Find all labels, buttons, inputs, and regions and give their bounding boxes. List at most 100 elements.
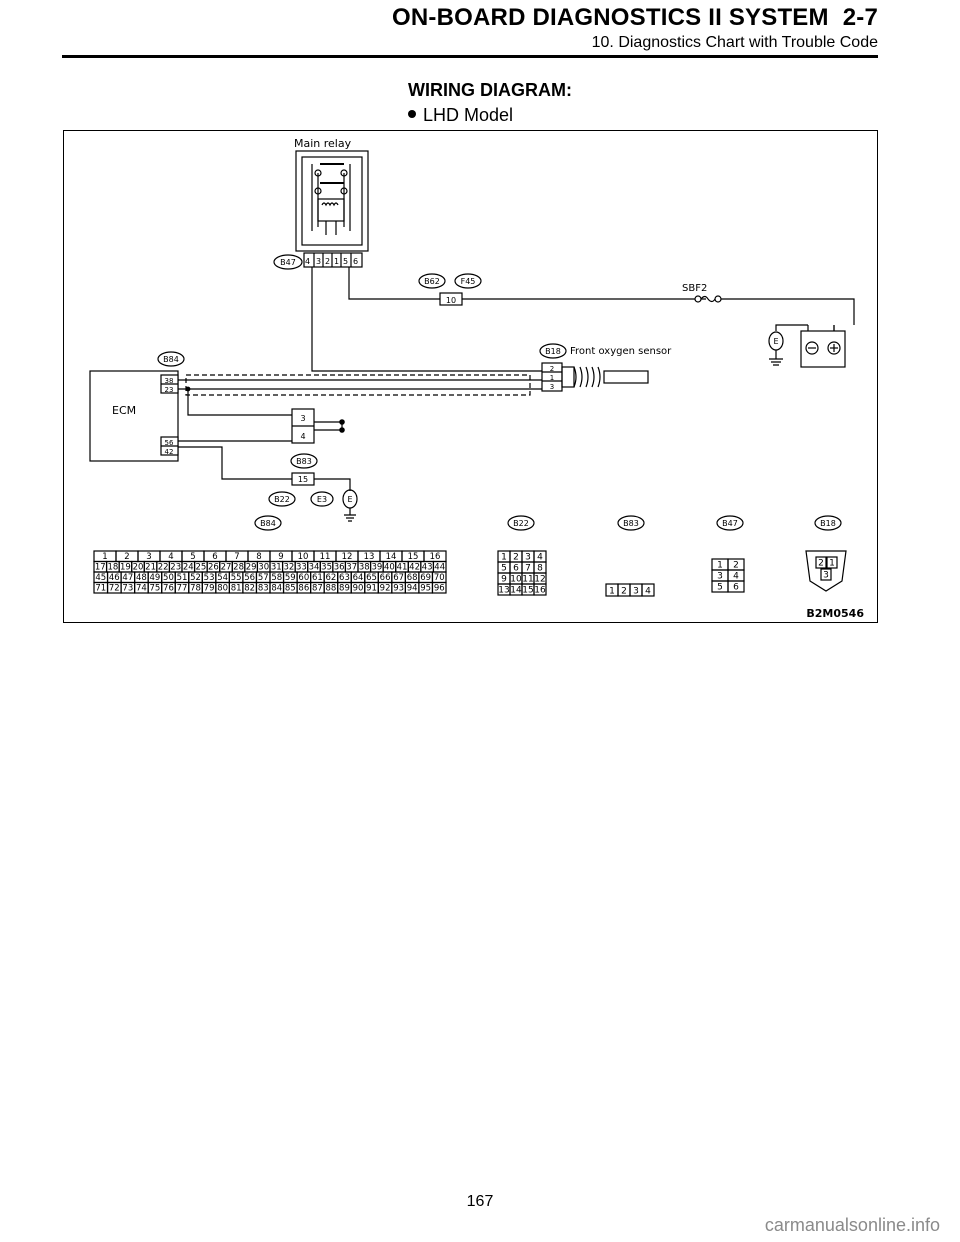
watermark: carmanualsonline.info <box>764 1215 940 1235</box>
b18-pin-1-cell <box>826 556 838 569</box>
b84-pin-96: 96 <box>434 584 445 594</box>
f45-label: F45 <box>461 277 476 286</box>
b84-pin-5: 5 <box>190 552 195 562</box>
b84-pin-39: 39 <box>371 563 382 573</box>
b84-pin-58: 58 <box>271 573 282 583</box>
b84-pin-48: 48 <box>136 573 147 583</box>
b84-pin-36: 36 <box>334 563 345 573</box>
b47-badge <box>273 254 303 270</box>
relay-pin-2: 2 <box>325 257 330 266</box>
b84-pin-37: 37 <box>346 563 357 573</box>
b22-pin-12: 12 <box>534 575 545 585</box>
b84-pin-13: 13 <box>364 552 375 562</box>
ground-icon-2 <box>344 508 356 522</box>
b84-badge <box>157 351 185 367</box>
b84-pin-25: 25 <box>195 563 206 573</box>
model-line: LHD Model <box>408 105 513 126</box>
b84-pin-70: 70 <box>434 573 445 583</box>
wire-ecm-to-b83 <box>178 446 292 480</box>
b84-pin-8: 8 <box>256 552 261 562</box>
b22-pin-13: 13 <box>498 586 509 596</box>
b22-pin-16: 16 <box>534 586 546 596</box>
b84-pin-14: 14 <box>386 552 397 562</box>
b84-pin-88: 88 <box>326 584 337 594</box>
b84-pin-94: 94 <box>407 584 418 594</box>
main-relay-inner <box>301 156 363 246</box>
b84-pin-95: 95 <box>420 584 431 594</box>
b84-pin-80: 80 <box>217 584 228 594</box>
b84-pin-83: 83 <box>258 584 269 594</box>
ground-e-label: E <box>773 337 778 346</box>
b47-pin-3: 3 <box>717 572 723 582</box>
ground-e-label-2: E <box>347 495 352 504</box>
b18-pin-3: 3 <box>823 571 829 581</box>
b84-pin-67: 67 <box>393 573 404 583</box>
b84-pin-19: 19 <box>120 563 131 573</box>
relay-pin-6: 6 <box>353 257 358 266</box>
b84-pin-60: 60 <box>298 573 309 583</box>
e3-badge <box>310 491 334 507</box>
b84-pin-32: 32 <box>283 563 294 573</box>
b47-pin-6: 6 <box>733 583 739 593</box>
relay-pins: 4 3 2 1 5 6 <box>305 253 358 267</box>
b84-pin-93: 93 <box>393 584 404 594</box>
wiring-diagram-figure: Main relay 4 3 2 1 5 6 B47 B62 F45 10 SB… <box>63 130 878 623</box>
b84-pin-44: 44 <box>434 563 445 573</box>
b22-pin-9: 9 <box>501 575 507 585</box>
b84-pin-65: 65 <box>366 573 377 583</box>
fuse-terminal-right <box>714 295 722 303</box>
b83-pinout-label: B83 <box>623 519 639 528</box>
b47-pin-6-cell <box>727 580 745 593</box>
ecm-pin-56: 56 <box>165 439 174 447</box>
b84-pin-24: 24 <box>183 563 194 573</box>
header-title-text: ON-BOARD DIAGNOSTICS II SYSTEM <box>392 4 829 31</box>
battery-plus-icon <box>827 341 841 355</box>
b84-pin-45: 45 <box>95 573 106 583</box>
b84-pin-16: 16 <box>430 552 441 562</box>
b22-pinout-label: B22 <box>513 519 529 528</box>
b62-label: B62 <box>424 277 440 286</box>
b83-pin-15: 15 <box>298 475 308 484</box>
b84-pin-84: 84 <box>271 584 282 594</box>
b84-pin-87: 87 <box>312 584 323 594</box>
b84-pin-35: 35 <box>321 563 332 573</box>
b84-pin-9: 9 <box>278 552 283 562</box>
b84-pin-42: 42 <box>409 563 420 573</box>
b22-label: B22 <box>274 495 290 504</box>
b83-label: B83 <box>296 457 312 466</box>
ecm-pin-23: 23 <box>165 386 174 394</box>
ecm-box <box>89 370 179 462</box>
b84-pin-46: 46 <box>109 573 120 583</box>
b18-shell <box>805 550 847 592</box>
b84-pin-68: 68 <box>407 573 418 583</box>
wiring-diagram: Main relay 4 3 2 1 5 6 B47 B62 F45 10 SB… <box>89 137 864 620</box>
b84-pin-3: 3 <box>146 552 151 562</box>
b84-pin-38: 38 <box>359 563 370 573</box>
b84-pin-11: 11 <box>320 552 331 562</box>
b22-pin-6: 6 <box>513 564 519 574</box>
b18-badge <box>539 343 567 359</box>
b84-pin-82: 82 <box>244 584 255 594</box>
b84-pin-7: 7 <box>234 552 239 562</box>
wire-shield <box>185 374 531 396</box>
b84-pin-69: 69 <box>420 573 431 583</box>
b84-pin-86: 86 <box>298 584 309 594</box>
fuse-icon <box>700 295 716 303</box>
b84-pin-55: 55 <box>231 573 242 583</box>
b84-pin-30: 30 <box>258 563 269 573</box>
battery-minus-icon <box>805 341 819 355</box>
o2-pin-3: 3 <box>550 383 554 391</box>
b18-label: B18 <box>545 347 561 356</box>
b84-pin-23: 23 <box>170 563 181 573</box>
b84-pin-12: 12 <box>342 552 353 562</box>
b18-pin-2: 2 <box>818 559 824 569</box>
b84-pin-29: 29 <box>246 563 257 573</box>
b18-pinout-label: B18 <box>820 519 836 528</box>
ecm-pin-42: 42 <box>165 448 174 456</box>
figure-id: B2M0546 <box>806 607 864 620</box>
b84-pin-56: 56 <box>244 573 255 583</box>
wire-b83-to-ground <box>314 478 351 491</box>
b18-pin-2-cell <box>815 556 827 569</box>
o2-pin-1: 1 <box>550 374 554 382</box>
